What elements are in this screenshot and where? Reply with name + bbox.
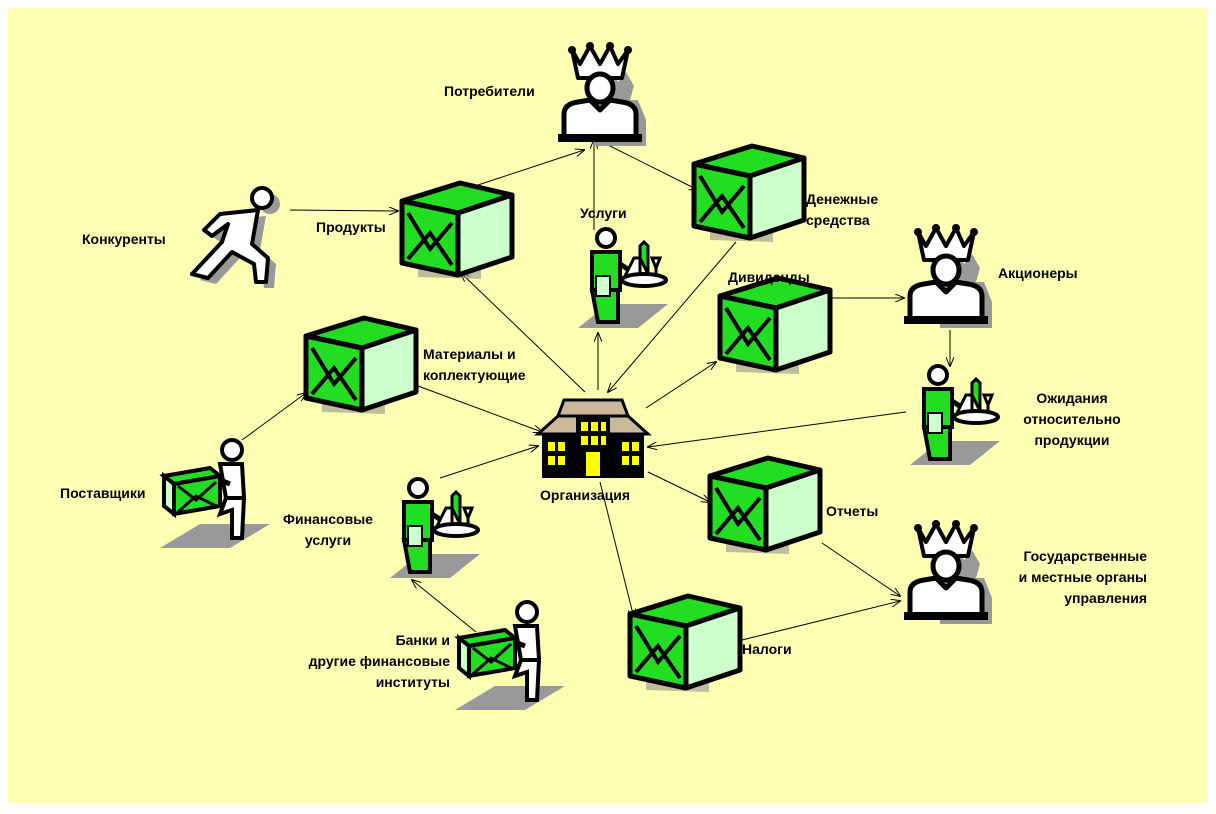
label-line: и местные органы	[1019, 569, 1147, 585]
label-reports: Отчеты	[826, 503, 878, 519]
label-taxes: Налоги	[742, 641, 792, 657]
label-banks: Банки и другие финансовые институты	[309, 632, 451, 690]
label-line: средства	[806, 212, 870, 228]
label-line: Денежные	[806, 191, 878, 207]
arrow-taxes-to-government	[741, 601, 900, 641]
arrow-organization-to-reports	[647, 471, 710, 502]
label-line: коплектующие	[423, 367, 526, 383]
label-line: управления	[1064, 590, 1147, 606]
label-competitors: Конкуренты	[82, 231, 166, 247]
arrow-suppliers-to-materials	[241, 393, 306, 441]
label-suppliers: Поставщики	[60, 485, 146, 501]
label-fin-services: Финансовые услуги	[283, 511, 373, 548]
arrow-products-to-consumers	[477, 150, 584, 186]
arrow-expectations-to-organization	[648, 411, 907, 447]
label-line: Банки и	[396, 632, 450, 648]
label-line: услуги	[305, 532, 351, 548]
label-line: Дивиденды	[728, 269, 810, 285]
box-icon	[306, 318, 416, 414]
box-icon	[694, 146, 804, 242]
arrow-competitors-to-products	[289, 210, 398, 211]
label-line: Государственные	[1023, 548, 1147, 564]
arrow-money-to-organization	[608, 241, 737, 392]
box-icon	[402, 183, 512, 279]
arrow-organization-to-dividends	[645, 362, 716, 409]
label-line: Налоги	[742, 641, 792, 657]
label-line: институты	[376, 674, 450, 690]
label-line: Ожидания	[1036, 390, 1107, 406]
box-icon	[720, 278, 830, 374]
label-line: продукции	[1034, 432, 1109, 448]
label-line: Отчеты	[826, 503, 878, 519]
arrow-fin_services-to-organization	[439, 446, 538, 479]
label-expectations: Ожидания относительно продукции	[1023, 390, 1120, 448]
arrow-organization-to-products	[461, 273, 586, 393]
box-icon	[630, 596, 740, 692]
label-line: Потребители	[444, 83, 535, 99]
arrow-consumers-to-money	[607, 144, 698, 190]
arrow-organization-to-taxes	[599, 481, 634, 618]
label-government: Государственные и местные органы управлени…	[1019, 548, 1148, 606]
label-organization: Организация	[540, 487, 630, 503]
arrow-banks-to-fin_services	[412, 580, 477, 633]
label-products: Продукты	[316, 219, 386, 235]
label-shareholders: Акционеры	[998, 265, 1078, 281]
label-line: относительно	[1023, 411, 1120, 427]
arrow-reports-to-government	[821, 542, 900, 596]
label-line: Организация	[540, 487, 630, 503]
label-line: Услуги	[580, 205, 627, 221]
arrows-layer	[241, 140, 950, 641]
label-money: Денежные средства	[806, 191, 878, 228]
label-line: Финансовые	[283, 511, 373, 527]
label-line: Конкуренты	[82, 231, 166, 247]
label-consumers: Потребители	[444, 83, 535, 99]
label-line: Акционеры	[998, 265, 1078, 281]
box-icon	[710, 458, 820, 554]
label-materials: Материалы и коплектующие	[423, 346, 526, 383]
label-dividends: Дивиденды	[728, 269, 810, 285]
label-services: Услуги	[580, 205, 627, 221]
label-line: Продукты	[316, 219, 386, 235]
label-line: другие финансовые	[309, 653, 451, 669]
arrow-materials-to-organization	[409, 382, 542, 432]
label-line: Материалы и	[423, 346, 516, 362]
label-line: Поставщики	[60, 485, 146, 501]
